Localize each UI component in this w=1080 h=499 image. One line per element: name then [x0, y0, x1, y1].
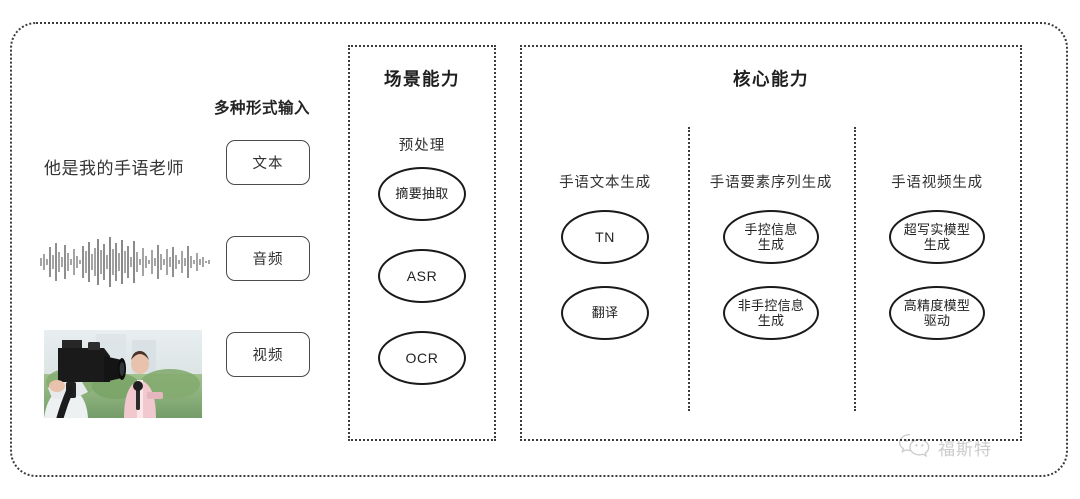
core-column-label: 手语视频生成	[891, 175, 983, 191]
core-node-manual-info-generation[interactable]: 手控信息 生成	[723, 210, 819, 264]
node-line-2: 生成	[923, 237, 951, 252]
audio-waveform-icon	[36, 233, 218, 291]
core-column-label: 手语要素序列生成	[709, 175, 833, 191]
node-line-1: 手控信息	[744, 221, 798, 237]
video-thumbnail-icon	[44, 330, 202, 418]
input-section: 多种形式输入 他是我的手语老师	[28, 96, 328, 426]
core-capability-panel: 核心能力 手语文本生成 TN 翻译 手语要素序列生成 手控信息 生成	[520, 45, 1022, 441]
scene-capability-panel: 场景能力 预处理 摘要抽取 ASR OCR	[348, 45, 496, 441]
core-column-sign-video-generation: 手语视频生成 超写实模型 生成 高精度模型 驱动	[854, 121, 1020, 421]
watermark-text: 福斯特	[938, 440, 992, 459]
scene-node-list: 摘要抽取 ASR OCR	[350, 167, 494, 413]
scene-node-ocr[interactable]: OCR	[378, 331, 466, 385]
core-column-sign-element-sequence-generation: 手语要素序列生成 手控信息 生成 非手控信息 生成	[688, 121, 854, 421]
core-column-group: 手语文本生成 TN 翻译 手语要素序列生成 手控信息 生成	[522, 121, 1020, 421]
core-node-list: TN 翻译	[561, 210, 649, 340]
node-line-2: 生成	[757, 313, 785, 328]
core-column-sign-text-generation: 手语文本生成 TN 翻译	[522, 121, 688, 421]
core-node-list: 超写实模型 生成 高精度模型 驱动	[889, 210, 985, 340]
node-line-2: 生成	[757, 237, 785, 252]
modality-button-video[interactable]: 视频	[226, 332, 310, 377]
input-section-heading: 多种形式输入	[214, 100, 311, 117]
wechat-logo-icon	[898, 432, 932, 463]
node-line-1: 非手控信息	[737, 297, 805, 313]
sample-sentence-text: 他是我的手语老师	[44, 159, 184, 178]
core-node-hyperrealistic-model-generation[interactable]: 超写实模型 生成	[889, 210, 985, 264]
modality-button-audio[interactable]: 音频	[226, 236, 310, 281]
core-node-translation[interactable]: 翻译	[561, 286, 649, 340]
core-column-label: 手语文本生成	[559, 175, 651, 191]
outer-frame	[10, 22, 1068, 477]
node-line-1: 超写实模型	[903, 221, 971, 237]
core-node-non-manual-info-generation[interactable]: 非手控信息 生成	[723, 286, 819, 340]
core-node-high-precision-model-driving[interactable]: 高精度模型 驱动	[889, 286, 985, 340]
scene-panel-subtitle: 预处理	[398, 138, 446, 154]
core-node-list: 手控信息 生成 非手控信息 生成	[723, 210, 819, 340]
scene-node-asr[interactable]: ASR	[378, 249, 466, 303]
modality-button-text[interactable]: 文本	[226, 140, 310, 185]
node-line-1: 高精度模型	[903, 297, 971, 313]
watermark: 福斯特	[898, 432, 992, 463]
core-panel-title: 核心能力	[733, 69, 809, 89]
scene-panel-title: 场景能力	[384, 69, 460, 89]
core-node-tn[interactable]: TN	[561, 210, 649, 264]
scene-node-summary-extraction[interactable]: 摘要抽取	[378, 167, 466, 221]
node-line-2: 驱动	[923, 313, 951, 328]
